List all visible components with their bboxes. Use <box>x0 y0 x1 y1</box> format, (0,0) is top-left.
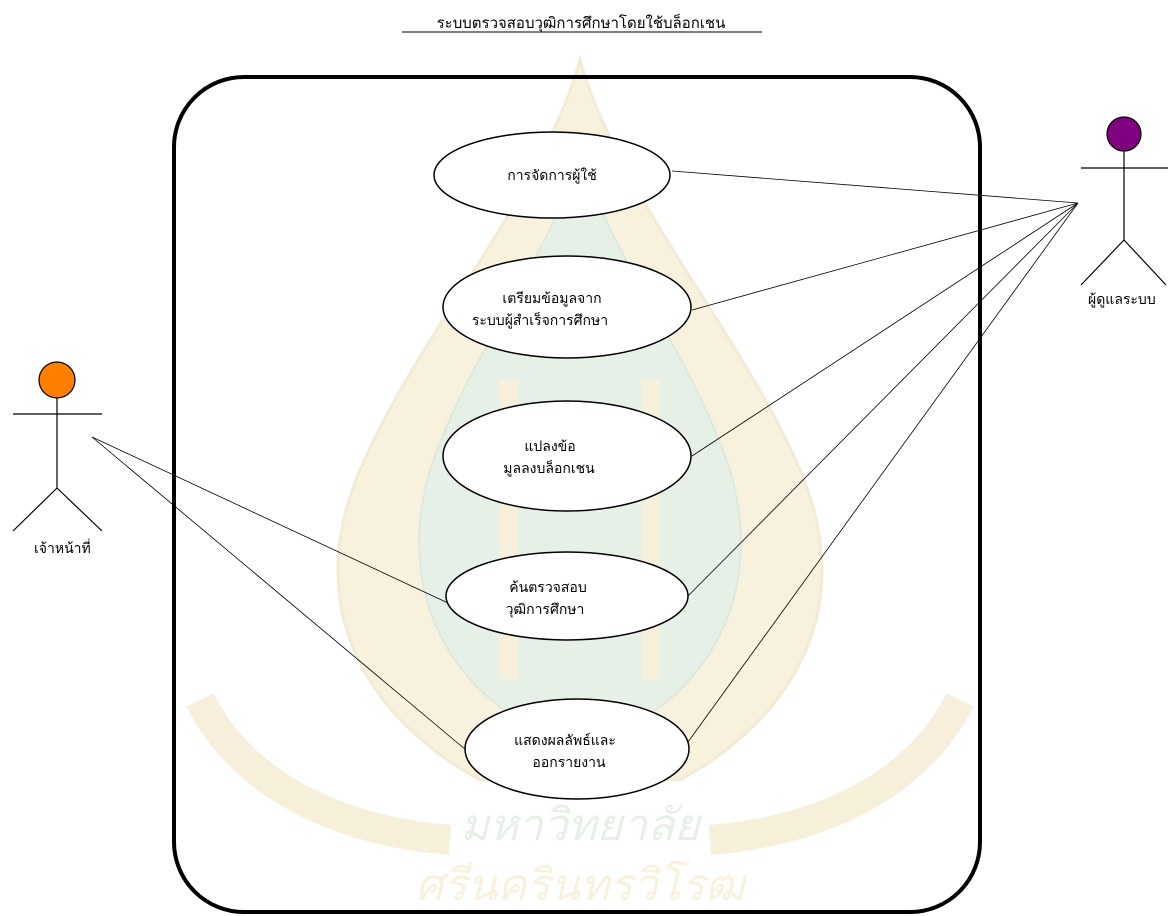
admin-associations <box>671 170 1079 743</box>
actor-admin-head <box>1106 116 1142 152</box>
use-case-label-line2: ออกรายงาน <box>532 755 606 771</box>
use-case-show-results-report: แสดงผลลัพธ์และ ออกรายงาน <box>464 698 690 800</box>
use-case-label-line2: วุฒิการศึกษา <box>506 602 585 618</box>
diagram-title: ระบบตรวจสอบวุฒิการศึกษาโดยใช้บล็อกเชน <box>437 13 726 33</box>
assoc-admin-uc2 <box>691 202 1079 311</box>
actor-staff <box>12 361 103 532</box>
system-boundary <box>172 75 982 914</box>
use-case-ellipse <box>464 698 690 800</box>
use-case-ellipse <box>442 255 692 359</box>
use-case-prepare-data: เตรียมข้อมูลจาก ระบบผู้สำเร็จการศึกษา <box>442 255 692 359</box>
actor-admin-leg-left <box>1080 239 1125 286</box>
use-case-label: การจัดการผู้ใช้ <box>507 167 597 184</box>
watermark-ribbon-left <box>186 693 452 855</box>
assoc-admin-uc5 <box>687 202 1079 743</box>
use-case-label-line2: ระบบผู้สำเร็จการศึกษา <box>472 311 608 329</box>
use-case-ellipse <box>445 551 689 641</box>
use-case-user-management: การจัดการผู้ใช้ <box>433 131 671 219</box>
use-case-ellipse <box>442 400 692 512</box>
assoc-staff-uc4 <box>91 436 449 604</box>
actor-staff-label: เจ้าหน้าที่ <box>34 539 91 557</box>
actor-admin-label: ผู้ดูแลระบบ <box>1088 292 1156 308</box>
watermark-text-1: มหาวิทยาลัย <box>460 800 703 851</box>
use-case-label-line1: แปลงข้อ <box>524 439 575 455</box>
use-case-label-line2: มูลลงบล็อกเชน <box>503 459 595 477</box>
actor-staff-leg-right <box>56 487 103 532</box>
use-case-convert-to-blockchain: แปลงข้อ มูลลงบล็อกเชน <box>442 400 692 512</box>
actor-admin <box>1080 116 1168 286</box>
assoc-admin-uc4 <box>687 202 1079 597</box>
use-case-verify-qualification: ค้นตรวจสอบ วุฒิการศึกษา <box>445 551 689 641</box>
assoc-admin-uc1 <box>671 170 1079 204</box>
assoc-staff-uc5 <box>91 436 467 751</box>
use-case-ellipse <box>433 131 671 219</box>
use-case-label-line1: แสดงผลลัพธ์และ <box>514 732 616 749</box>
use-case-label-line1: เตรียมข้อมูลจาก <box>502 291 601 307</box>
staff-associations <box>91 436 467 751</box>
watermark-ribbon-right <box>708 693 974 855</box>
actor-admin-leg-right <box>1123 239 1167 286</box>
actor-staff-leg-left <box>12 487 58 532</box>
actor-staff-head <box>38 361 76 399</box>
watermark-text-2: ศรีนครินทรวิโรฒ <box>415 860 747 911</box>
assoc-admin-uc3 <box>691 202 1079 457</box>
use-case-label-line1: ค้นตรวจสอบ <box>509 580 586 596</box>
